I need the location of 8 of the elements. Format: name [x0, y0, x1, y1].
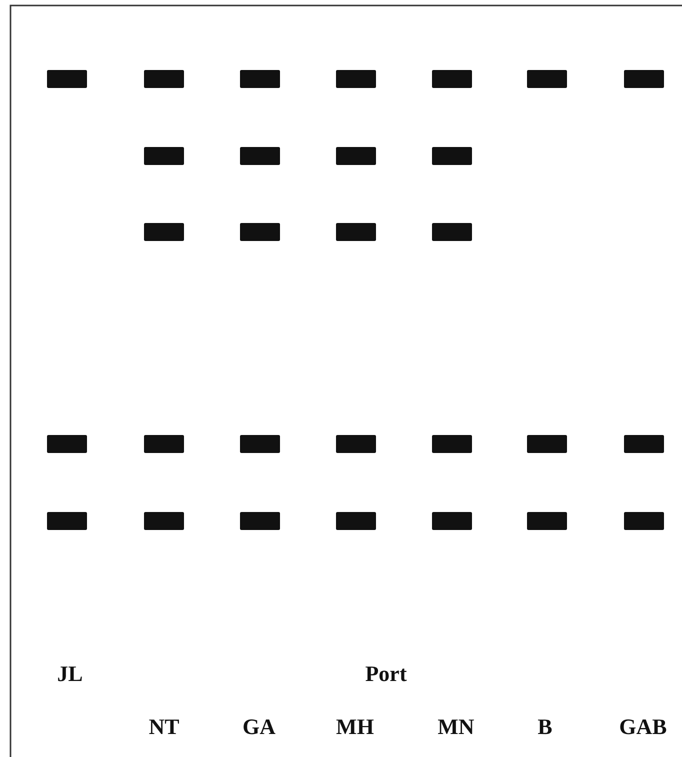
group-label: Port [365, 661, 407, 687]
lane-label: MN [438, 714, 474, 740]
lane-label: JL [57, 661, 83, 687]
lane-label: NT [148, 714, 180, 740]
lane-label: MH [336, 714, 374, 740]
lane-label: GA [242, 714, 276, 740]
lane-label: B [538, 714, 552, 740]
lane-label: GAB [619, 714, 667, 740]
